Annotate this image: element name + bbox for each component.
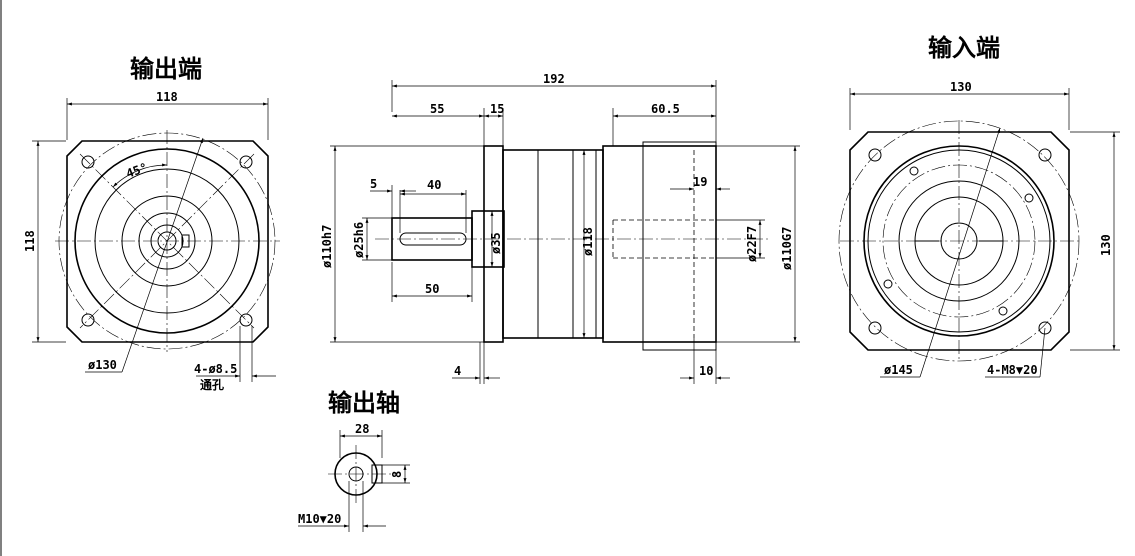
total-length-dim: 192 (543, 72, 565, 86)
pilot-depth-dim: 4 (454, 364, 461, 378)
shaft-dia-dim: ø25h6 (352, 222, 366, 258)
key-length-dim: 40 (427, 178, 441, 192)
output-shaft-detail: 输出轴 28 8 M10▼20 (298, 389, 410, 532)
key-offset-dim: 5 (370, 177, 377, 191)
hub-dia-dim: ø35 (489, 232, 503, 254)
input-flange (849, 131, 1070, 351)
bore-depth-dim: 19 (693, 175, 707, 189)
output-hole (81, 155, 95, 169)
body-dia-dim: ø118 (581, 227, 595, 256)
input-pilot-dim: ø110G7 (780, 227, 794, 270)
output-height-dim: 118 (23, 230, 37, 252)
output-pcd-dim: ø130 (88, 358, 117, 372)
key-width-dim: 8 (390, 471, 404, 478)
output-angle-dim: 45° (124, 160, 149, 181)
output-hole (239, 313, 253, 327)
input-pilot-depth-dim: 10 (699, 364, 713, 378)
input-hole (868, 321, 882, 335)
shaft-length-dim: 55 (430, 102, 444, 116)
input-height-dim: 130 (1099, 234, 1113, 256)
flange-thickness-dim: 15 (490, 102, 504, 116)
input-hole (1038, 321, 1052, 335)
pilot-dia-dim: ø110h7 (320, 225, 334, 268)
input-width-dim: 130 (950, 80, 972, 94)
side-view: 192 55 15 60.5 5 40 50 (320, 72, 800, 384)
center-thread-dim: M10▼20 (298, 512, 341, 526)
output-hole-dim: 4-ø8.5 (194, 362, 237, 376)
input-hole (868, 148, 882, 162)
output-hole (239, 155, 253, 169)
output-end-title: 输出端 (130, 55, 202, 83)
key-height-dim: 28 (355, 422, 369, 436)
input-end-view: 输入端 130 130 ø145 (838, 34, 1120, 378)
input-hole (1038, 148, 1052, 162)
output-shaft-title: 输出轴 (328, 389, 400, 417)
input-length-dim: 60.5 (651, 102, 680, 116)
output-width-dim: 118 (156, 90, 178, 104)
output-flange (66, 140, 269, 343)
input-end-title: 输入端 (928, 34, 1000, 62)
input-thread-dim: 4-M8▼20 (987, 363, 1038, 377)
output-hole-note: 通孔 (200, 377, 224, 392)
output-end-view: 输出端 118 118 45° (23, 55, 280, 392)
input-bore-dim: ø22F7 (745, 226, 759, 262)
shaft-usable-dim: 50 (425, 282, 439, 296)
input-pcd-dim: ø145 (884, 363, 913, 377)
output-hole (81, 313, 95, 327)
